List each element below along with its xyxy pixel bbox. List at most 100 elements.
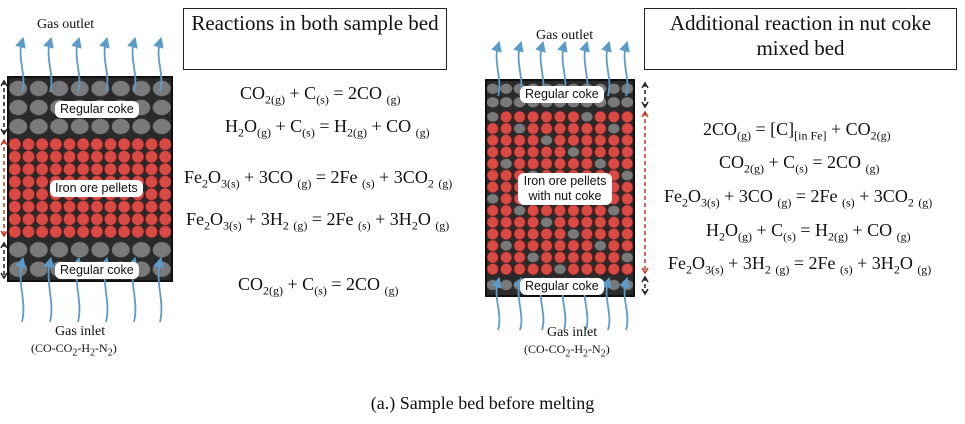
- coke-particle: [131, 80, 151, 97]
- iron-ore-pellet: [90, 225, 104, 239]
- iron-ore-pellet: [49, 150, 63, 164]
- iron-ore-pellet: [554, 134, 566, 147]
- inlet-gas-arrow: [513, 276, 524, 331]
- iron-ore-pellet: [500, 134, 513, 147]
- iron-ore-pellet: [567, 239, 580, 252]
- bed-wall: [485, 79, 635, 297]
- iron-ore-pellet: [90, 150, 104, 164]
- iron-ore-pellet: [22, 162, 35, 176]
- iron-ore-pellet: [131, 225, 145, 239]
- iron-ore-pellet: [22, 137, 35, 151]
- iron-ore-pellet: [104, 212, 117, 226]
- iron-ore-pellet: [621, 181, 634, 194]
- right-gas-inlet-label: Gas inlet: [547, 325, 598, 340]
- iron-ore-pellet: [117, 225, 131, 239]
- iron-ore-pellet: [500, 204, 513, 217]
- nut-coke-particle: [513, 205, 526, 216]
- nut-coke-particle: [540, 216, 553, 228]
- coke-particle: [29, 80, 49, 97]
- coke-particle: [131, 241, 151, 258]
- iron-ore-pellet: [76, 150, 90, 164]
- iron-ore-pellet: [8, 212, 22, 226]
- outlet-gas-arrow: [153, 36, 164, 93]
- nut-coke-particle: [513, 123, 526, 134]
- iron-ore-pellet: [500, 110, 513, 123]
- iron-ore-pellet: [22, 175, 35, 189]
- iron-ore-pellet: [486, 181, 499, 194]
- iron-ore-pellet: [8, 187, 22, 201]
- iron-ore-pellet: [621, 110, 634, 123]
- iron-ore-pellet: [621, 122, 634, 135]
- iron-ore-pellet: [131, 162, 145, 176]
- right-equation-5: Fe2O3(s) + 3H2 (g) = 2Fe (s) + 3H2O (g): [668, 253, 932, 277]
- iron-ore-pellet: [63, 225, 76, 239]
- nut-coke-particle: [486, 193, 499, 205]
- iron-ore-pellet: [527, 239, 539, 252]
- coke-particle: [49, 241, 69, 258]
- iron-ore-pellet: [500, 146, 513, 158]
- iron-ore-pellet: [486, 239, 499, 252]
- iron-ore-pellet: [158, 150, 172, 164]
- coke-particle: [90, 80, 110, 97]
- iron-ore-pellet: [145, 150, 158, 164]
- coke-particle: [8, 80, 28, 97]
- iron-ore-pellet: [49, 212, 63, 226]
- iron-ore-pellet: [8, 175, 22, 189]
- iron-ore-pellet: [500, 122, 513, 135]
- coke-particle: [499, 279, 513, 291]
- iron-ore-pellet: [567, 216, 580, 229]
- iron-ore-pellet: [35, 225, 49, 239]
- coke-particle: [70, 118, 90, 135]
- iron-ore-pellet: [554, 204, 566, 217]
- coke-particle: [111, 80, 131, 97]
- iron-ore-pellet: [63, 150, 76, 164]
- coke-particle: [29, 261, 49, 278]
- iron-ore-pellet: [607, 228, 620, 240]
- iron-ore-pellet: [581, 263, 593, 276]
- inlet-gas-arrow: [601, 276, 612, 331]
- iron-ore-pellet: [500, 251, 513, 264]
- bed-wall: [7, 76, 173, 282]
- iron-ore-pellet: [621, 204, 634, 217]
- left-pellets-label: Iron ore pellets: [50, 180, 143, 197]
- iron-ore-pellet: [594, 204, 607, 217]
- iron-ore-pellet: [145, 187, 158, 201]
- coke-particle: [620, 96, 634, 108]
- coke-particle: [29, 99, 49, 116]
- iron-ore-pellet: [63, 212, 76, 226]
- iron-ore-pellet: [8, 225, 22, 239]
- coke-particle: [29, 241, 49, 258]
- iron-ore-pellet: [540, 110, 553, 123]
- iron-ore-pellet: [594, 216, 607, 229]
- iron-ore-pellet: [117, 162, 131, 176]
- iron-ore-pellet: [607, 239, 620, 252]
- coke-particle: [111, 118, 131, 135]
- iron-ore-pellet: [90, 212, 104, 226]
- iron-ore-pellet: [527, 122, 539, 135]
- coke-particle: [8, 241, 28, 258]
- iron-ore-pellet: [567, 263, 580, 276]
- outlet-gas-arrow: [601, 40, 612, 97]
- right-gas-composition: (CO-CO2-H2-N2): [524, 342, 610, 360]
- iron-ore-pellet: [486, 263, 499, 276]
- coke-particle: [8, 99, 28, 116]
- outlet-gas-arrow: [99, 36, 110, 93]
- iron-ore-pellet: [76, 137, 90, 151]
- coke-particle: [152, 99, 172, 116]
- coke-particle: [131, 118, 151, 135]
- iron-ore-pellet: [158, 175, 172, 189]
- iron-ore-pellet: [22, 200, 35, 214]
- nut-coke-particle: [500, 158, 513, 170]
- iron-ore-pellet: [513, 239, 526, 252]
- iron-ore-pellet: [594, 251, 607, 264]
- iron-ore-pellet: [35, 162, 49, 176]
- iron-ore-pellet: [513, 134, 526, 147]
- iron-ore-pellet: [581, 204, 593, 217]
- coke-particle: [152, 118, 172, 135]
- outlet-gas-arrow: [71, 36, 82, 93]
- iron-ore-pellet: [104, 162, 117, 176]
- left-equation-2: H2O(g) + C(s) = H2(g) + CO (g): [225, 116, 430, 140]
- nut-coke-particle: [500, 240, 513, 252]
- nut-coke-particle: [594, 158, 607, 170]
- iron-ore-pellet: [63, 200, 76, 214]
